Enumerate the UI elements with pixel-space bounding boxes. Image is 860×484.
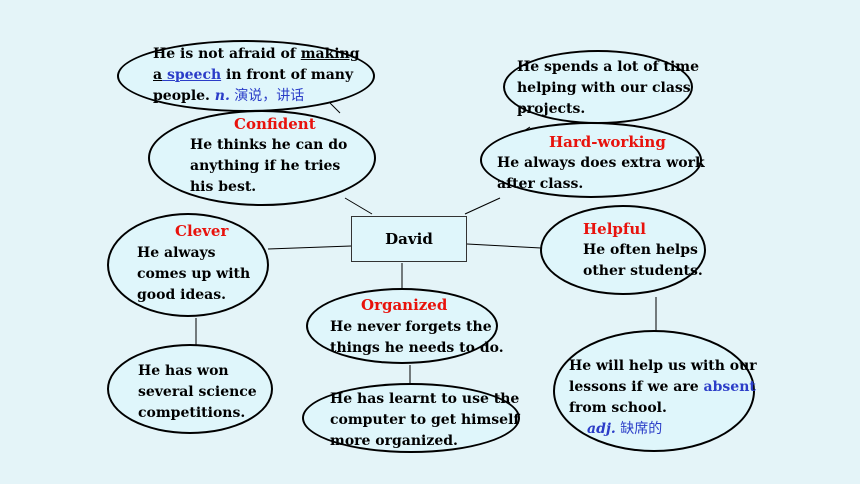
confident-text: He thinks he can do anything if he tries… bbox=[190, 137, 348, 195]
organized-detail-text: He has learnt to use the computer to get… bbox=[330, 391, 520, 449]
speech-word: speech bbox=[162, 67, 222, 83]
link-confident-detail bbox=[329, 102, 341, 114]
clever-bubble bbox=[107, 213, 269, 317]
clever-detail-text: He has won several science competitions. bbox=[138, 363, 257, 421]
organized-title: Organized bbox=[361, 296, 448, 314]
clever-detail-bubble bbox=[107, 344, 273, 434]
helpful-detail-line-2: lessons if we are absent bbox=[569, 379, 756, 395]
hardworking-detail-text: He spends a lot of time helping with our… bbox=[517, 59, 699, 117]
organized-detail-bubble bbox=[302, 383, 520, 453]
organized-text: He never forgets the things he needs to … bbox=[330, 319, 504, 356]
clever-text: He always comes up with good ideas. bbox=[137, 245, 251, 303]
helpful-text: He often helps other students. bbox=[583, 242, 703, 279]
hardworking-text: He always does extra work after class. bbox=[497, 155, 705, 192]
clever-title: Clever bbox=[175, 222, 229, 240]
link-center-clever bbox=[267, 245, 352, 250]
absent-word: absent bbox=[703, 379, 756, 395]
helpful-title: Helpful bbox=[583, 220, 646, 238]
helpful-detail-text: He will help us with our lessons if we a… bbox=[569, 356, 757, 440]
helpful-bubble bbox=[540, 205, 706, 295]
confident-bubble bbox=[148, 110, 376, 206]
confident-detail-line-3: people. n. 演说，讲话 bbox=[153, 88, 305, 104]
link-center-confident bbox=[344, 197, 373, 215]
link-center-helpful bbox=[466, 243, 542, 249]
helpful-detail-bubble bbox=[553, 330, 755, 452]
confident-detail-line-1: He is not afraid of making bbox=[153, 46, 360, 62]
link-center-hardworking bbox=[464, 197, 501, 215]
organized-bubble bbox=[306, 288, 498, 364]
confident-title: Confident bbox=[234, 115, 316, 133]
hardworking-bubble bbox=[480, 122, 702, 198]
helpful-detail-line-4: adj. 缺席的 bbox=[587, 421, 663, 437]
hardworking-title: Hard-working bbox=[549, 133, 666, 151]
confident-detail-line-2: a speech in front of many bbox=[153, 67, 354, 83]
confident-detail-text: He is not afraid of making a speech in f… bbox=[153, 44, 360, 107]
center-node: David bbox=[351, 216, 467, 262]
